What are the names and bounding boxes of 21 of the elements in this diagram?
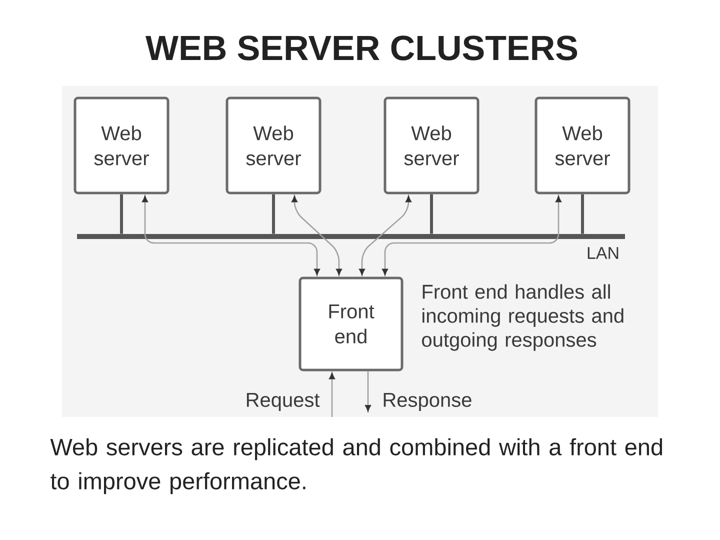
arrow: [142, 196, 320, 276]
server-box: Web server: [534, 96, 630, 194]
arrow: [382, 196, 562, 276]
front-end-box: Front end: [298, 276, 404, 372]
bus-connector: [272, 194, 275, 234]
edge-label: Request: [246, 393, 320, 411]
server-box: Web server: [384, 96, 480, 194]
caption: Web servers are replicated and combined with a front end to improve performance.: [50, 438, 662, 494]
arrow: [365, 371, 371, 412]
bus-label: LAN: [588, 247, 618, 259]
arrow: [359, 196, 412, 276]
note-text: Front end handles all incoming requests and outgoing responses: [422, 284, 624, 351]
arrow: [292, 196, 342, 276]
bus-connector: [430, 194, 433, 234]
server-box: Web server: [226, 96, 322, 194]
title: WEB SERVER CLUSTERS: [146, 36, 578, 60]
bus-connector: [120, 194, 123, 234]
edge-label: Response: [384, 393, 472, 411]
bus-connector: [581, 194, 584, 234]
arrow: [329, 372, 335, 417]
server-box: Web server: [74, 96, 170, 194]
